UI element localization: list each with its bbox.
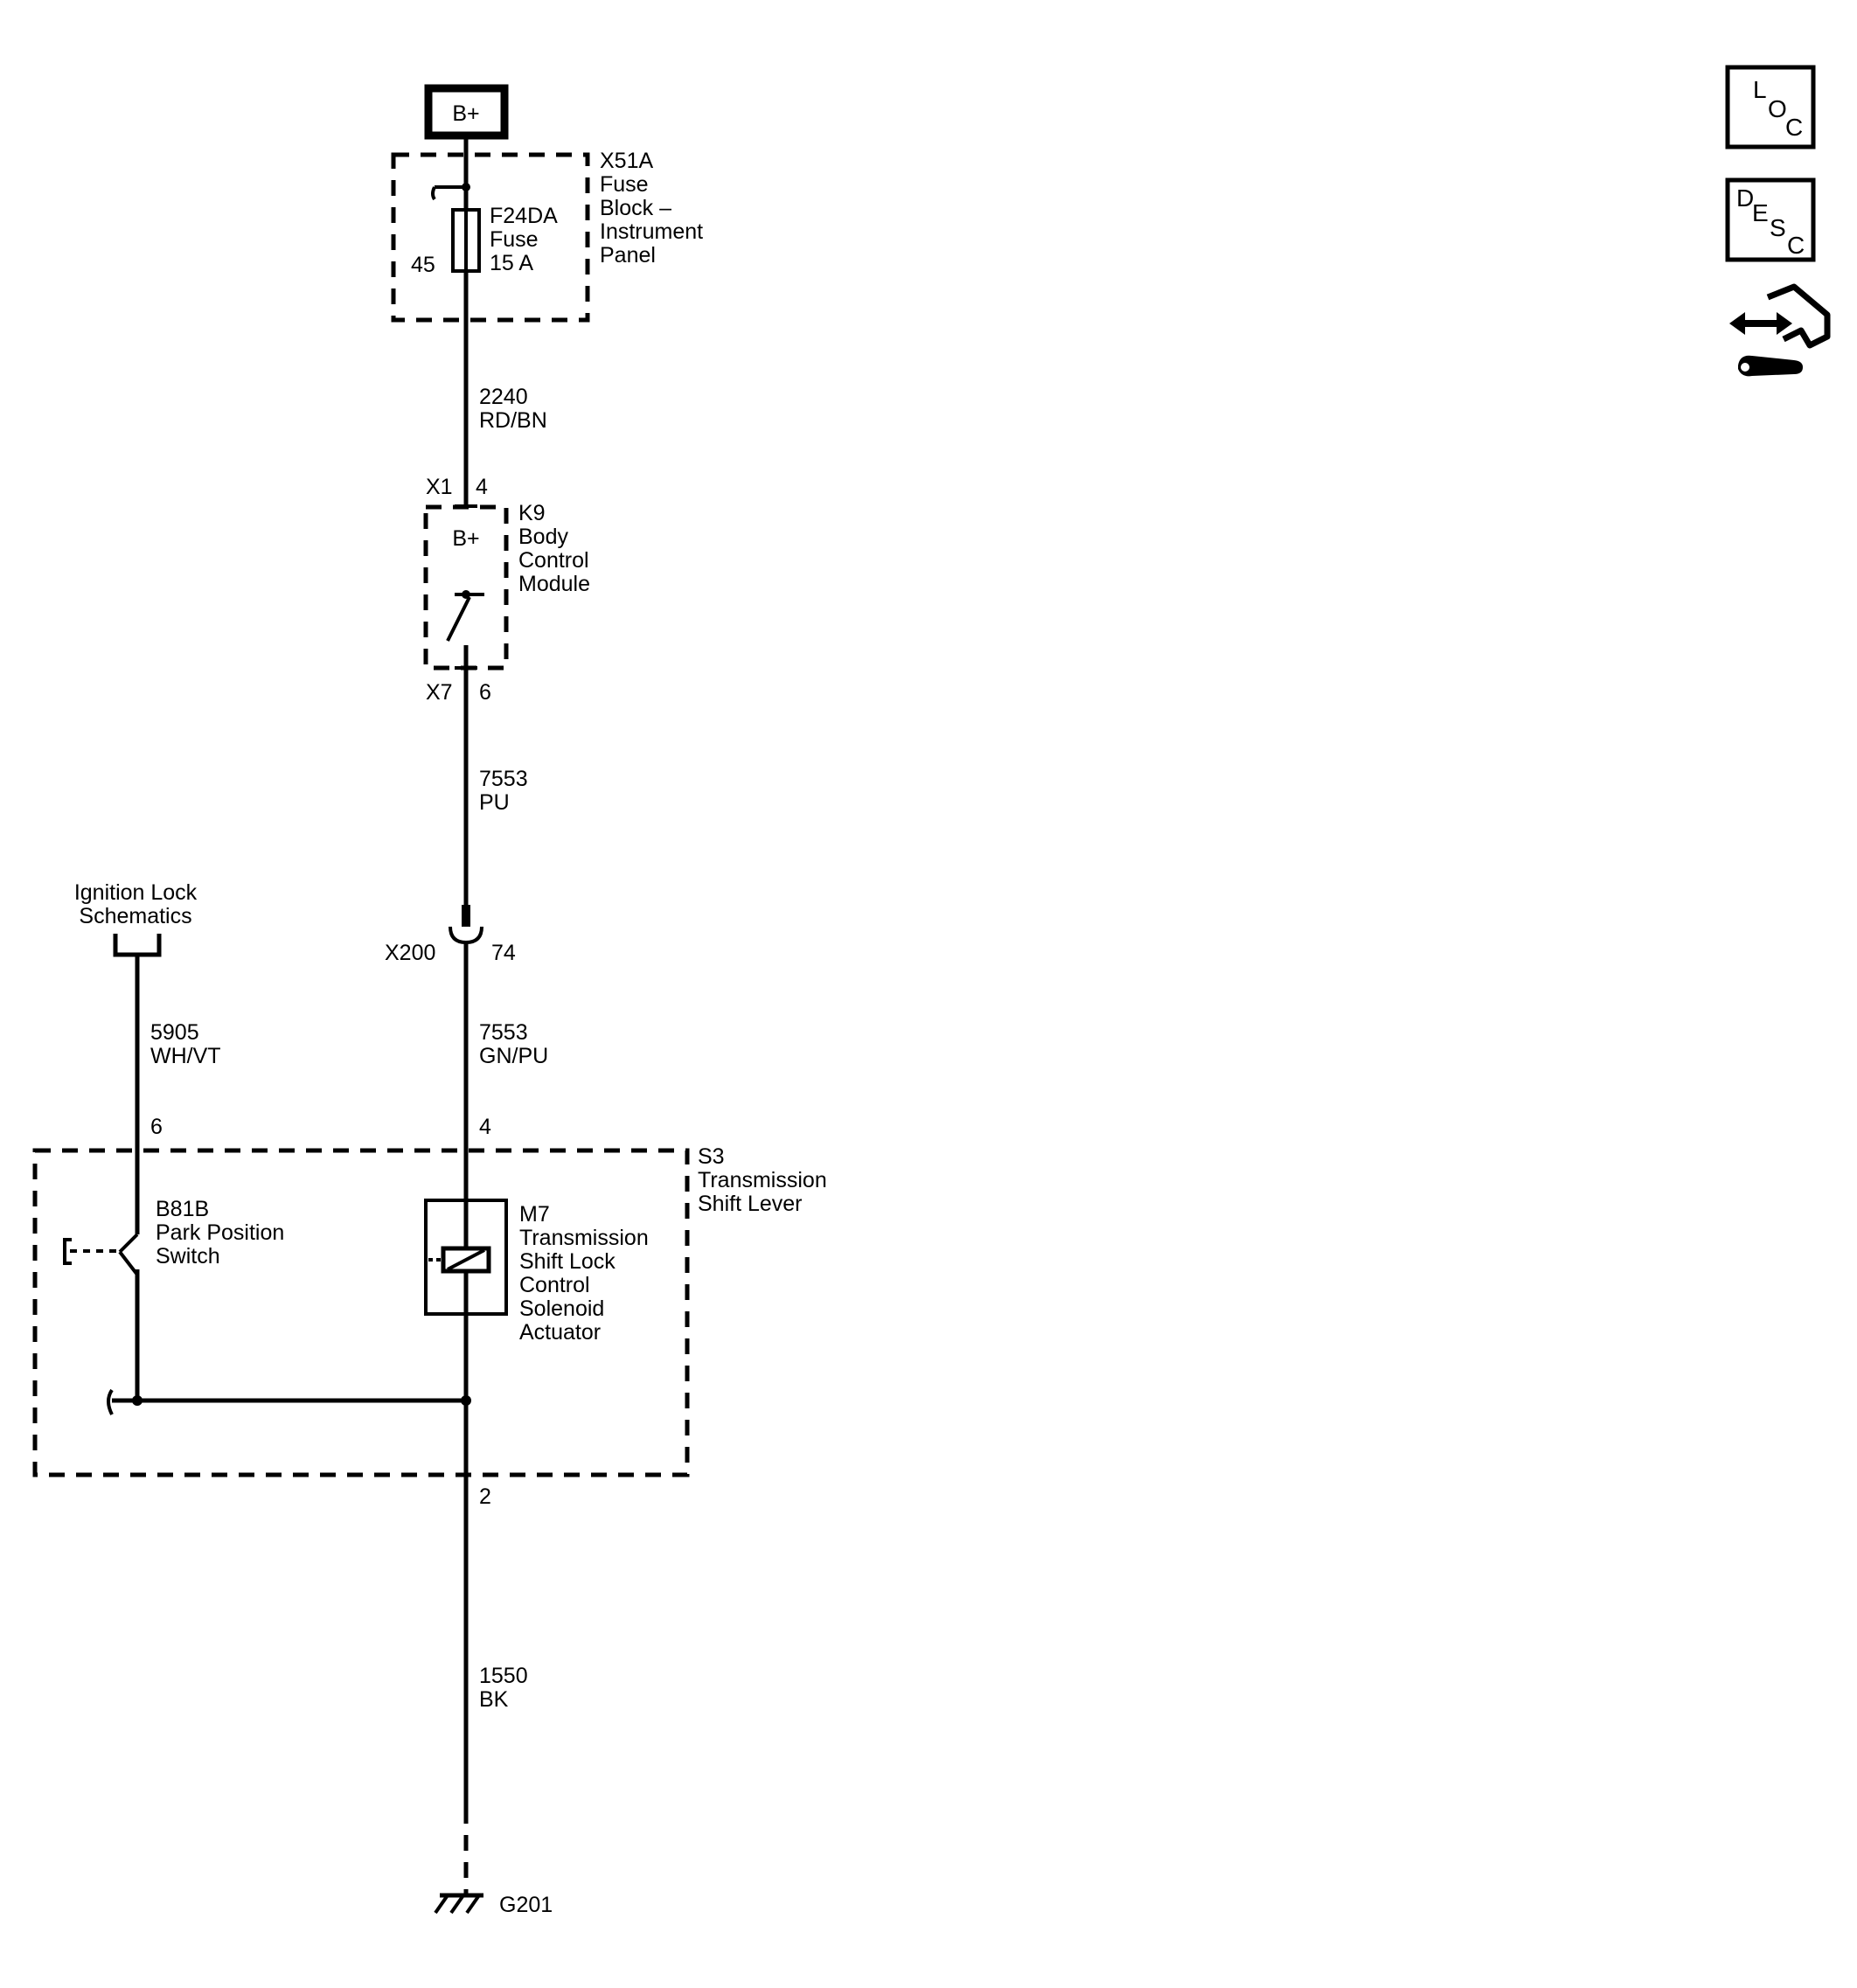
wire-2240-color: RD/BN — [479, 408, 547, 433]
wire-2240-circuit: 2240 — [479, 385, 528, 409]
shift-lever-outline — [32, 1148, 690, 1477]
fuse-block-name-1: X51A — [600, 149, 653, 173]
bcm-switch-blade — [446, 596, 471, 642]
ignition-ref-line-2: Schematics — [79, 904, 191, 928]
solenoid-name-3: Shift Lock — [519, 1249, 616, 1274]
bcm-name-2: Body — [518, 525, 568, 549]
solenoid-name-4: Control — [519, 1273, 590, 1297]
bcm-pin-in: 4 — [476, 475, 488, 499]
shift-lever-name-2: Transmission — [698, 1168, 827, 1192]
solenoid-name-6: Actuator — [519, 1320, 601, 1345]
fuse-block-name-2: Fuse — [600, 172, 649, 197]
svg-text:S: S — [1770, 214, 1786, 241]
fuse-block-name-4: Instrument — [600, 219, 703, 244]
ground-label: G201 — [499, 1893, 553, 1917]
fuse-block-name-5: Panel — [600, 243, 656, 268]
wire-5905-color: WH/VT — [150, 1044, 221, 1068]
svg-text:D: D — [1736, 184, 1754, 212]
inline-connector-label: X200 — [385, 941, 435, 965]
svg-text:C: C — [1785, 114, 1803, 141]
wire-1550-color: BK — [479, 1687, 509, 1712]
ignition-ref-line-1: Ignition Lock — [74, 880, 198, 905]
bcm-name-3: Control — [518, 548, 589, 573]
fuse-block-outline — [391, 152, 590, 323]
fuse-label-line-2: Fuse — [490, 227, 539, 252]
park-switch-name-1: B81B — [156, 1197, 209, 1221]
wire-7553-gnpu-color: GN/PU — [479, 1044, 548, 1068]
svg-text:L: L — [1753, 76, 1767, 103]
wire-1550-circuit: 1550 — [479, 1664, 528, 1688]
bcm-connector-in: X1 — [426, 475, 453, 499]
solenoid-name-5: Solenoid — [519, 1296, 604, 1321]
inline-pin-icon — [462, 905, 470, 927]
loc-icon[interactable]: L O C — [1725, 65, 1816, 149]
connector-wrench-icon[interactable] — [1729, 283, 1831, 377]
fuse-label-line-1: F24DA — [490, 204, 558, 228]
inline-socket-icon — [449, 926, 483, 945]
bcm-supply-label: B+ — [452, 526, 479, 551]
fuse-cavity: 45 — [411, 253, 435, 277]
wire-7553-gnpu-circuit: 7553 — [479, 1020, 528, 1045]
svg-text:O: O — [1768, 95, 1787, 122]
park-switch-actuator-icon — [63, 1238, 72, 1265]
body-control-module-k9: X1 4 B+ K9 Body Control Module X7 6 — [423, 475, 590, 705]
bcm-name-1: K9 — [518, 501, 546, 525]
svg-text:C: C — [1787, 232, 1805, 259]
solenoid-name-1: M7 — [519, 1202, 550, 1227]
desc-icon[interactable]: D E S C — [1725, 177, 1816, 262]
bcm-pin-out: 6 — [479, 680, 491, 705]
solenoid-name-2: Transmission — [519, 1226, 649, 1250]
wire-7553-pu-color: PU — [479, 790, 510, 815]
park-switch-contact-icon — [118, 1233, 139, 1254]
fuse-bus-hook — [431, 185, 466, 201]
park-switch-name-2: Park Position — [156, 1220, 284, 1245]
park-position-switch-b81b: B81B Park Position Switch — [63, 1150, 284, 1401]
inline-connector-x200: X200 74 — [385, 905, 516, 965]
inline-connector-pin: 74 — [491, 941, 516, 965]
battery-power-source: B+ — [424, 84, 509, 140]
shift-lever-pin-bottom: 2 — [479, 1484, 491, 1509]
bcm-connector-out: X7 — [426, 680, 453, 705]
wire-7553-pu-circuit: 7553 — [479, 767, 528, 791]
park-switch-name-3: Switch — [156, 1244, 220, 1269]
ignition-lock-reference: Ignition Lock Schematics — [74, 880, 198, 957]
shift-lock-solenoid-m7: M7 Transmission Shift Lock Control Solen… — [424, 1150, 649, 1475]
shift-lever-name-3: Shift Lever — [698, 1192, 803, 1216]
ground-g201: G201 — [434, 1893, 553, 1917]
wire-5905-circuit: 5905 — [150, 1020, 199, 1045]
power-label: B+ — [452, 101, 479, 126]
fuse-block-x51a: 45 F24DA Fuse 15 A X51A Fuse Block – Ins… — [391, 149, 703, 323]
bcm-name-4: Module — [518, 572, 590, 596]
shift-lever-name-1: S3 — [698, 1144, 725, 1169]
shift-lever-pin-right: 4 — [479, 1115, 491, 1139]
shift-lever-s3: 6 4 2 S3 Transmission Shift Lever B81B P… — [32, 1115, 827, 1509]
ground-bus-hook — [107, 1388, 114, 1415]
fuse-label-line-3: 15 A — [490, 251, 533, 275]
fuse-block-name-3: Block – — [600, 196, 671, 220]
svg-text:E: E — [1752, 199, 1769, 226]
shift-lever-pin-left: 6 — [150, 1115, 163, 1139]
schematic-reference-bracket-icon — [113, 934, 162, 957]
